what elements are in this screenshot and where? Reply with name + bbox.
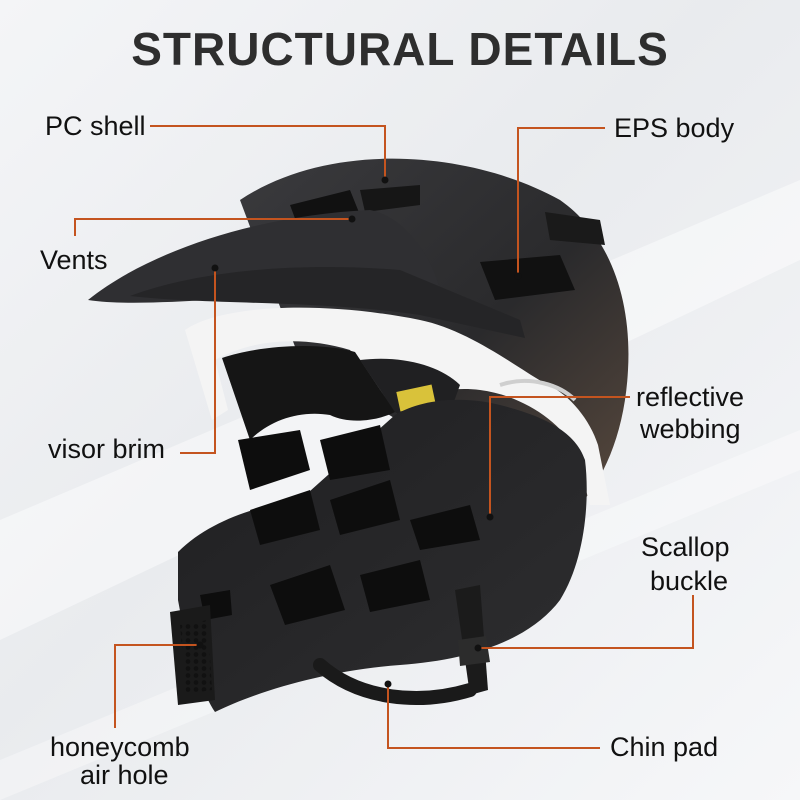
- label-visor-brim: visor brim: [48, 434, 166, 464]
- label-reflective-line2: webbing: [640, 414, 741, 444]
- leader-eps-body: [517, 127, 605, 276]
- label-honeycomb-line2: air hole: [80, 760, 169, 790]
- label-scallop-line1: Scallop: [641, 532, 730, 562]
- leader-reflective-webbing: [489, 396, 630, 517]
- leader-chin-pad: [387, 684, 600, 749]
- label-reflective-line1: reflective: [636, 382, 745, 412]
- label-eps-body: EPS body: [614, 113, 735, 143]
- label-chin-pad: Chin pad: [610, 732, 719, 762]
- page-title: STRUCTURAL DETAILS: [131, 23, 669, 75]
- label-pc-shell: PC shell: [45, 111, 146, 141]
- leader-pc-shell: [150, 125, 386, 180]
- label-honeycomb-line1: honeycomb: [50, 732, 190, 762]
- leader-honeycomb: [114, 644, 200, 728]
- leader-scallop-buckle: [478, 595, 694, 649]
- label-scallop-line2: buckle: [650, 566, 729, 596]
- label-vents: Vents: [40, 245, 108, 275]
- leader-visor-brim: [180, 268, 216, 454]
- leader-vents: [74, 218, 352, 236]
